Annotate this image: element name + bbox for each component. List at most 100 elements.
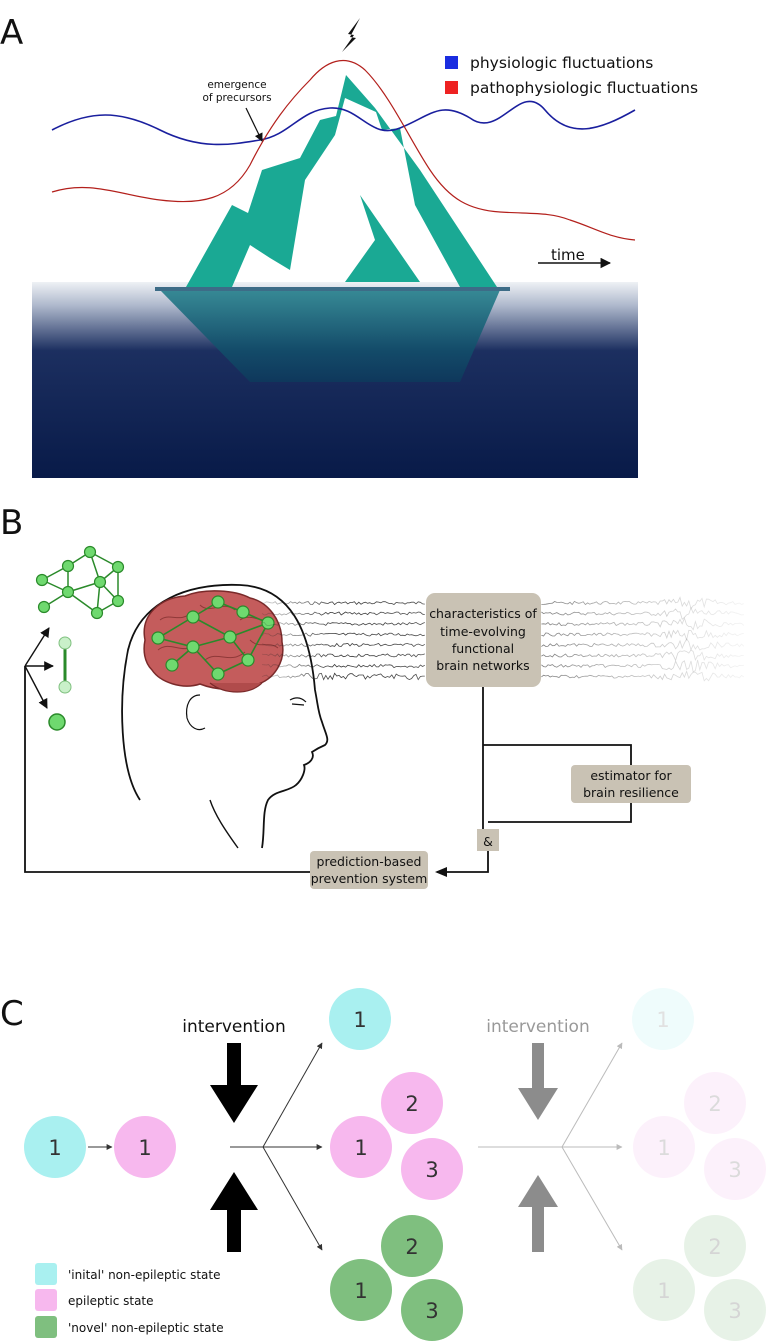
arrow-to-prevention	[435, 867, 447, 877]
box-networks-line2: time-evolving	[440, 624, 526, 639]
legend-swatch-initial	[35, 1263, 57, 1285]
faded-state-n3	[704, 1279, 766, 1341]
faded-state-n1-label: 1	[657, 1279, 670, 1303]
faded-state-e2	[684, 1072, 746, 1134]
eeg-trace-5	[261, 638, 745, 651]
ear	[185, 694, 206, 731]
intervention-label-1: intervention	[182, 1017, 285, 1037]
legend-swatch-novel	[35, 1316, 57, 1338]
iceberg-submerged	[160, 290, 500, 382]
state-novel-2	[381, 1215, 443, 1277]
state-epileptic-3	[401, 1138, 463, 1200]
box-networks	[426, 593, 541, 687]
state-initial-label: 1	[48, 1136, 61, 1160]
state-top	[329, 988, 391, 1050]
faded-state-n2-label: 2	[708, 1235, 721, 1259]
branch-down-1	[262, 1146, 323, 1251]
state-novel-1	[330, 1259, 392, 1321]
node-symbol	[48, 713, 66, 731]
eye	[289, 697, 307, 706]
faded-state-e3-label: 3	[728, 1158, 741, 1182]
faded-state-n3-label: 3	[728, 1299, 741, 1323]
panel-c: C 1 1 intervention 1 2 1 3 2 1 3 interve…	[0, 988, 766, 1341]
legend-label-physiologic: physiologic fluctuations	[470, 54, 653, 72]
state-epileptic-2-label: 2	[405, 1092, 418, 1116]
box-resilience-line1: estimator for	[590, 768, 672, 783]
state-initial	[24, 1116, 86, 1178]
branch-up-1	[262, 1042, 323, 1148]
legend-label-novel: 'novel' non-epileptic state	[68, 1321, 224, 1335]
faded-state-e3	[704, 1138, 766, 1200]
annotation-arrow	[245, 107, 263, 142]
legend-swatch-epileptic	[35, 1289, 57, 1311]
state-epileptic-2	[381, 1072, 443, 1134]
faded-state-top-label: 1	[656, 1008, 669, 1032]
state-epileptic-first	[114, 1116, 176, 1178]
box-prevention-line1: prediction-based	[317, 854, 422, 869]
box-prevention	[310, 851, 428, 889]
annotation-line2: of precursors	[202, 92, 271, 104]
eeg-trace-3	[261, 617, 745, 631]
state-novel-3-label: 3	[425, 1299, 438, 1323]
panel-c-letter: C	[0, 994, 24, 1034]
faded-state-n1	[633, 1259, 695, 1321]
branch-down-2	[561, 1146, 623, 1251]
time-label: time	[551, 246, 585, 264]
eeg-trace-2	[261, 606, 744, 620]
state-epileptic-1-label: 1	[354, 1136, 367, 1160]
state-novel-3	[401, 1279, 463, 1341]
iceberg	[186, 75, 497, 287]
state-top-label: 1	[353, 1008, 366, 1032]
legend-label-pathophysiologic: pathophysiologic fluctuations	[470, 79, 698, 97]
state-novel-2-label: 2	[405, 1235, 418, 1259]
branch-up-2	[561, 1042, 623, 1148]
faded-outcomes: 1 2 1 3 2 1 3	[632, 988, 766, 1341]
legend-swatch-physiologic	[445, 56, 458, 69]
intervention-arrow-down-2	[518, 1043, 558, 1120]
waterline	[155, 287, 510, 291]
panel-a-letter: A	[0, 13, 23, 53]
eeg-trace-6	[261, 649, 744, 662]
cerebellum	[209, 682, 263, 693]
faded-state-e1-label: 1	[657, 1136, 670, 1160]
annotation-line1: emergence	[207, 79, 266, 91]
lightning-icon	[342, 18, 360, 52]
legend-label-initial: 'inital' non-epileptic state	[68, 1268, 220, 1282]
eeg-trace-4	[261, 629, 744, 642]
feedback-branch-down	[24, 665, 48, 709]
faded-state-e1	[633, 1116, 695, 1178]
neck	[209, 799, 239, 849]
iceberg-facet	[345, 195, 420, 282]
legend-label-epileptic: epileptic state	[68, 1294, 154, 1308]
intervention-arrow-down-1	[210, 1043, 258, 1123]
box-and-label: &	[483, 834, 493, 849]
faded-state-n2	[684, 1215, 746, 1277]
faded-state-top	[632, 988, 694, 1050]
box-prevention-line2: prevention system	[311, 871, 428, 886]
state-novel-1-label: 1	[354, 1279, 367, 1303]
intervention-label-2: intervention	[486, 1017, 589, 1037]
head-outline	[121, 583, 329, 849]
panel-b-letter: B	[0, 503, 23, 543]
pathophysiologic-curve	[51, 59, 636, 241]
eeg-trace-8	[261, 670, 745, 682]
edge-symbol	[58, 636, 72, 694]
flow-lines	[24, 666, 632, 873]
eeg-traces	[261, 596, 745, 682]
panel-b: B	[0, 503, 745, 889]
box-networks-line1: characteristics of	[429, 606, 537, 621]
legend-swatch-pathophysiologic	[445, 81, 458, 94]
state-epileptic-3-label: 3	[425, 1158, 438, 1182]
box-and	[477, 829, 499, 851]
eeg-trace-1	[261, 596, 744, 610]
box-networks-line4: brain networks	[436, 658, 529, 673]
brain-nodes	[151, 595, 275, 681]
panel-a: A emergence of precursors time physiolog…	[0, 13, 698, 478]
box-resilience	[571, 765, 691, 803]
network-nodes	[35, 545, 125, 620]
feedback-branch-up	[24, 627, 50, 667]
state-epileptic-1	[330, 1116, 392, 1178]
state-epileptic-first-label: 1	[138, 1136, 151, 1160]
intervention-arrow-up-2	[518, 1175, 558, 1252]
